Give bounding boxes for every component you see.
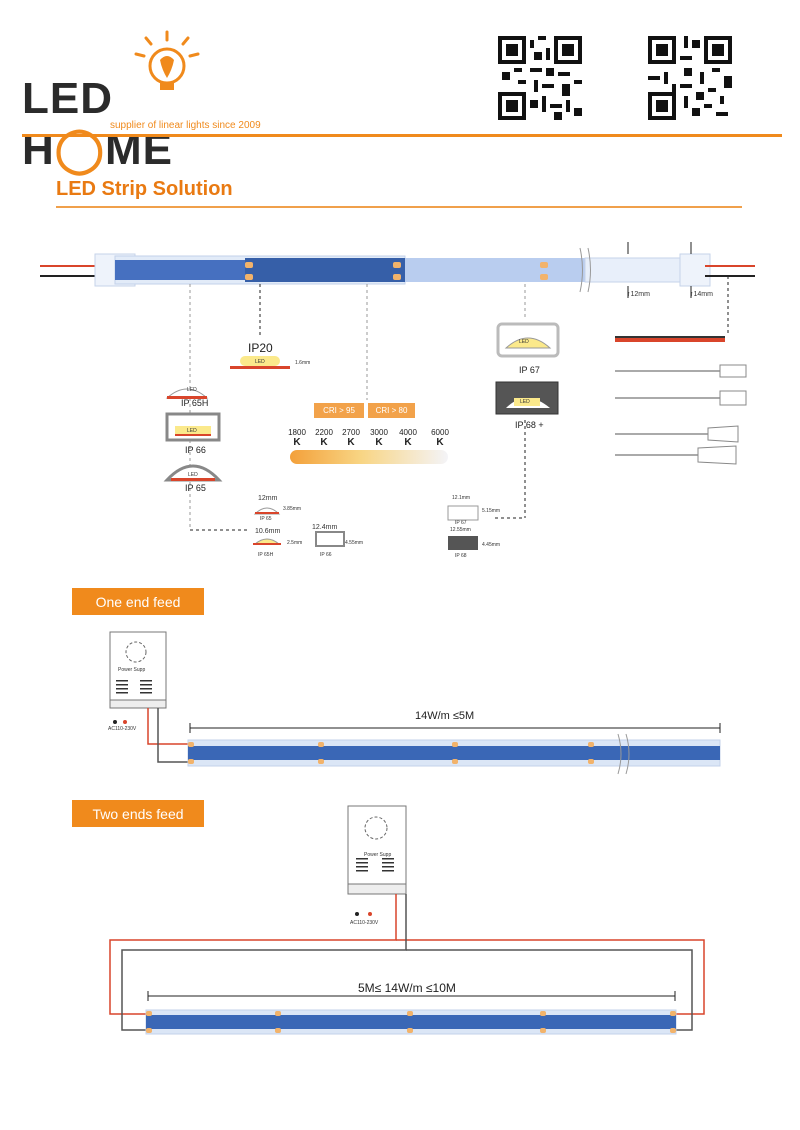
cri-95-badge: CRI > 95 xyxy=(314,403,364,418)
ip66-led-chip: LED xyxy=(187,428,197,434)
two-ends-feed-diagram xyxy=(109,805,705,1035)
dim-ip65h-width: 10.6mm xyxy=(255,528,281,535)
ip68-label: IP 68 + xyxy=(515,420,544,430)
logo-h-text: H xyxy=(22,125,55,174)
ip67-label: IP 67 xyxy=(519,365,540,375)
ip65h-label: IP 65H xyxy=(181,398,209,408)
cri-80-badge: CRI > 80 xyxy=(368,403,415,418)
dim-14mm: ↑14mm xyxy=(690,291,713,298)
logo-me-text: ME xyxy=(105,125,174,174)
header-divider xyxy=(22,134,782,137)
one-end-length: 14W/m ≤5M xyxy=(415,710,475,722)
led-strip-overview xyxy=(40,242,755,550)
qr-code-left xyxy=(498,36,582,120)
dim-ip65h-label: IP 65H xyxy=(258,552,274,558)
ip65-led-chip: LED xyxy=(188,472,198,478)
ip67-led-chip: LED xyxy=(519,339,529,345)
dim-ip65-height: 3.85mm xyxy=(283,506,302,512)
two-ends-ac-label: AC110-230V xyxy=(350,920,379,926)
section-divider xyxy=(56,206,742,208)
section-title: LED Strip Solution xyxy=(56,178,233,200)
one-end-feed-diagram xyxy=(109,631,721,775)
two-ends-length: 5M≤ 14W/m ≤10M xyxy=(358,981,456,995)
ip65-label: IP 65 xyxy=(185,483,206,493)
dim-ip65-width: 12mm xyxy=(258,495,278,502)
dim-ip68-label: IP 68 xyxy=(455,553,467,559)
two-ends-feed-button[interactable]: Two ends feed xyxy=(72,800,204,827)
dim-ip67-height: 5.15mm xyxy=(482,508,501,514)
ip20-label: IP20 xyxy=(248,341,273,355)
two-ends-psu-label: Power Supp xyxy=(364,852,392,858)
dim-ip65-label: IP 65 xyxy=(260,516,272,522)
one-end-ac-label: AC110-230V xyxy=(108,726,137,732)
ip66-label: IP 66 xyxy=(185,445,206,455)
lightbulb-hand-icon xyxy=(134,30,200,90)
dim-ip67-label: IP 67 xyxy=(455,520,467,526)
ip20-led-chip: LED xyxy=(255,359,265,365)
one-end-psu-label: Power Supp xyxy=(118,667,146,673)
brand-logo: LED H◯ME supplier of linear lights since… xyxy=(22,30,272,174)
dim-ip68-height: 4.45mm xyxy=(482,542,501,548)
ip20-dim: 1.6mm xyxy=(295,360,311,366)
one-end-feed-button[interactable]: One end feed xyxy=(72,588,204,615)
dim-ip66-height: 4.55mm xyxy=(345,540,364,546)
ip68-led-chip: LED xyxy=(520,399,530,405)
logo-o-mark: ◯ xyxy=(54,125,106,174)
qr-code-right xyxy=(648,36,732,120)
dim-ip66-width: 12.4mm xyxy=(312,524,338,531)
dim-ip67-width: 12.1mm xyxy=(452,495,471,501)
logo-led-text: LED xyxy=(22,74,113,123)
dim-12mm: ↑12mm xyxy=(627,291,650,298)
dim-ip68-width: 12.55mm xyxy=(450,527,471,533)
tagline: supplier of linear lights since 2009 xyxy=(110,120,261,131)
ip65h-led-chip: LED xyxy=(187,387,197,393)
dim-ip66-label: IP 66 xyxy=(320,552,332,558)
dim-ip65h-height: 2.5mm xyxy=(287,540,303,546)
